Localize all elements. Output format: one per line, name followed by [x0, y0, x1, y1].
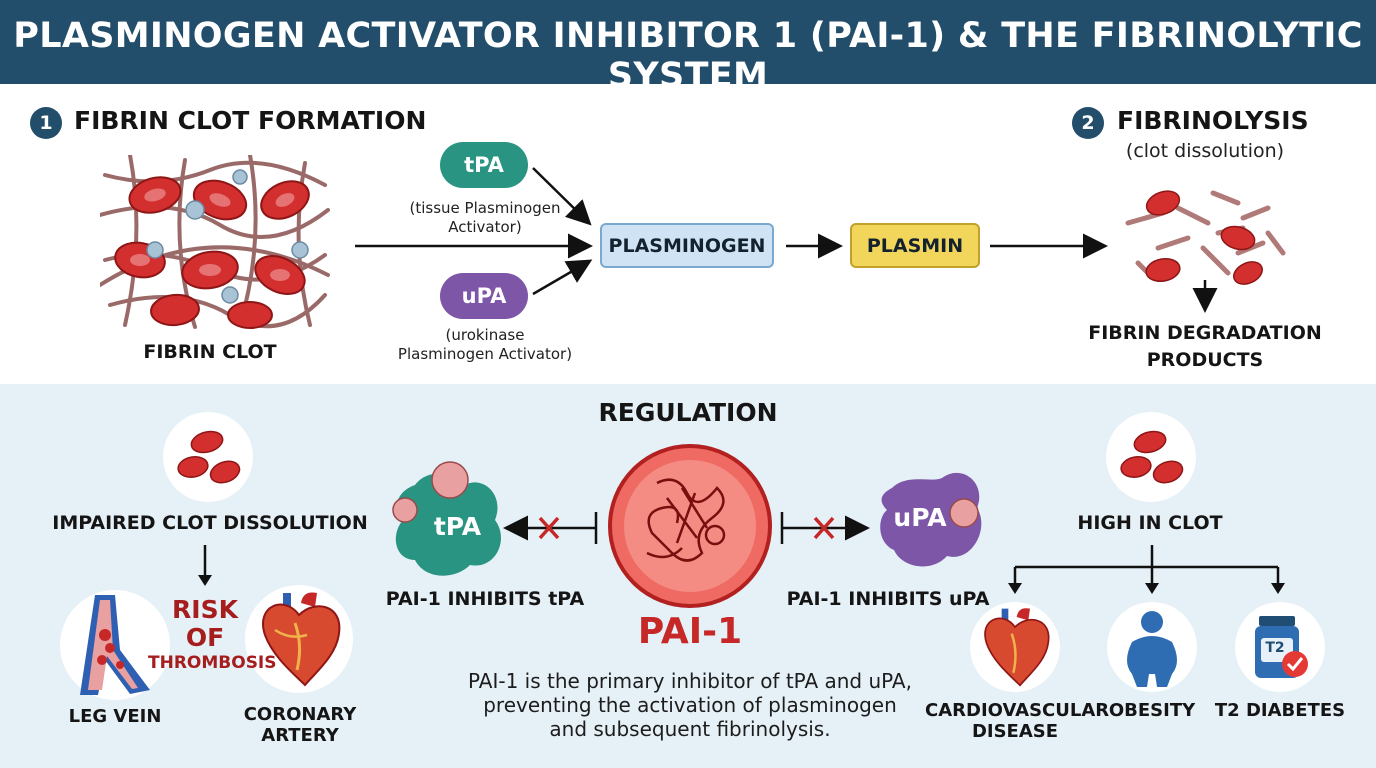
plasmin-box: PLASMIN: [850, 223, 980, 268]
tpa-desc-line2: Activator): [448, 218, 522, 236]
cardio-label-line1: CARDIOVASCULAR: [925, 700, 1110, 721]
branch-arrows: [1008, 545, 1285, 594]
heart-icon: [262, 592, 341, 687]
red-blood-cells-icon: [177, 430, 241, 484]
title-bar: [0, 0, 1376, 84]
check-icon: [1282, 651, 1308, 677]
risk-label-line3: THROMBOSIS: [148, 653, 277, 673]
pill-bottle-icon: [1255, 616, 1308, 678]
rbc-circle-left: [163, 412, 253, 502]
upa-molecule-icon: [880, 472, 982, 567]
section-2-subtitle: (clot dissolution): [1125, 140, 1285, 162]
inhibits-tpa-label: PAI-1 INHIBITS tPA: [385, 588, 585, 610]
coronary-label-line1: CORONARY: [243, 704, 357, 725]
leg-vein-icon: [80, 595, 150, 695]
obesity-label: OBESITY: [1108, 700, 1196, 721]
regulation-desc-line3: and subsequent fibrinolysis.: [549, 717, 831, 741]
page-title: PLASMINOGEN ACTIVATOR INHIBITOR 1 (PAI-1…: [13, 16, 1363, 96]
rbc-circle-right: [1106, 412, 1196, 502]
upa-desc-line2: Plasminogen Activator): [397, 345, 573, 363]
bottle-label: T2: [1265, 640, 1285, 656]
pathway-arrows: [355, 167, 1218, 313]
tpa-molecule-icon: [392, 461, 501, 576]
tpa-pill: tPA: [440, 142, 528, 188]
fibrin-fragments-icon: [1125, 190, 1286, 285]
leg-vein-label: LEG VEIN: [68, 706, 162, 727]
tpa-molecule-label: tPA: [433, 512, 482, 541]
section-2-title: FIBRINOLYSIS: [1117, 106, 1309, 135]
regulation-desc-line1: PAI-1 is the primary inhibitor of tPA an…: [468, 669, 912, 693]
coronary-label-line2: ARTERY: [261, 725, 339, 746]
fdp-label-line1: FIBRIN DEGRADATION: [1088, 322, 1322, 344]
section-1-number: 1: [30, 107, 62, 139]
upa-pill: uPA: [440, 273, 528, 319]
upa-molecule-label: uPA: [893, 503, 947, 532]
fibrin-clot-label: FIBRIN CLOT: [143, 341, 277, 363]
person-icon: [1127, 611, 1177, 687]
heart-icon-right: [984, 608, 1050, 687]
inhibits-upa-label: PAI-1 INHIBITS uPA: [786, 588, 990, 610]
impaired-clot-label: IMPAIRED CLOT DISSOLUTION: [52, 512, 368, 534]
fdp-label-line2: PRODUCTS: [1146, 349, 1264, 371]
regulation-title: REGULATION: [598, 398, 778, 427]
diabetes-label: T2 DIABETES: [1214, 700, 1346, 721]
pai1-label: PAI-1: [637, 611, 743, 652]
high-in-clot-label: HIGH IN CLOT: [1077, 512, 1223, 534]
red-blood-cells-icon-right: [1120, 430, 1184, 484]
plasminogen-box: PLASMINOGEN: [600, 223, 774, 268]
section-1-title: FIBRIN CLOT FORMATION: [74, 106, 427, 135]
inhibition-arrows: [503, 512, 870, 544]
tpa-desc-line1: (tissue Plasminogen: [409, 199, 561, 217]
cardio-label-line2: DISEASE: [971, 721, 1059, 742]
risk-label-line1: RISK: [172, 595, 238, 624]
impaired-down-arrow: [198, 545, 212, 586]
section-2-number: 2: [1072, 107, 1104, 139]
upa-desc-line1: (urokinase: [445, 326, 525, 344]
regulation-desc-line2: preventing the activation of plasminogen: [483, 693, 897, 717]
fibrin-clot-icon: [100, 155, 330, 329]
pai1-protein-icon: [608, 444, 772, 608]
risk-label-line2: OF: [185, 623, 225, 652]
